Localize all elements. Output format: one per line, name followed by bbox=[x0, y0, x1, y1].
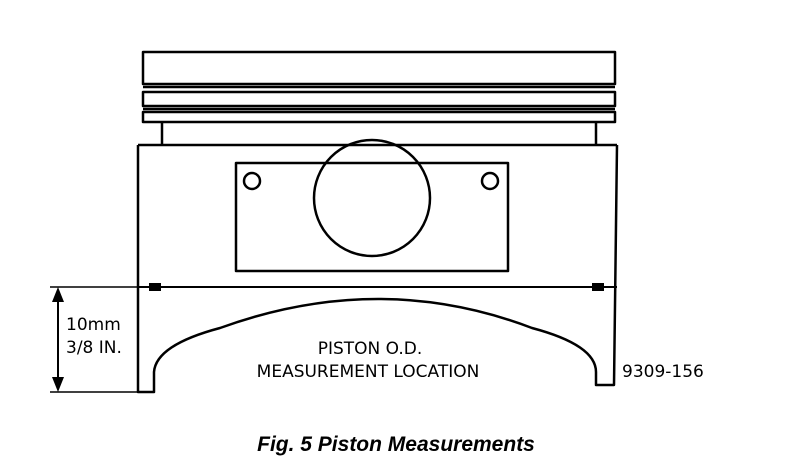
wrist-pin-bore bbox=[312, 138, 432, 258]
second-ring bbox=[141, 90, 617, 108]
pin-boss-plate bbox=[234, 161, 510, 273]
measurement-marker-left bbox=[149, 283, 161, 291]
dimension-arrow-down bbox=[52, 377, 64, 392]
top-ring bbox=[141, 50, 617, 86]
oil-ring bbox=[141, 110, 617, 124]
piston-skirt bbox=[136, 144, 619, 394]
dimension-label-imperial: 3/8 IN. bbox=[66, 338, 122, 358]
measurement-marker-right bbox=[592, 283, 604, 291]
dimension-arrow-up bbox=[52, 287, 64, 302]
figure-caption: Fig. 5 Piston Measurements bbox=[257, 433, 535, 456]
boss-hole-left bbox=[242, 171, 262, 191]
boss-hole-right bbox=[480, 171, 500, 191]
dimension-label-metric: 10mm bbox=[66, 315, 121, 335]
location-label-line1: PISTON O.D. bbox=[318, 339, 423, 359]
location-label-line2: MEASUREMENT LOCATION bbox=[257, 362, 480, 382]
figure-number: 9309-156 bbox=[622, 362, 704, 382]
